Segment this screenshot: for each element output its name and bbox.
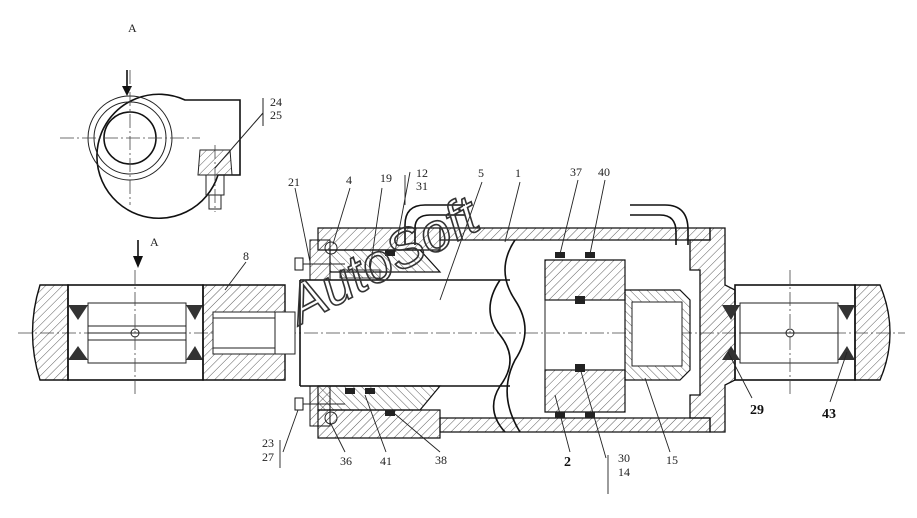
tube-1-bottom xyxy=(439,417,711,433)
right-seal-top-l xyxy=(722,305,740,320)
leader-30 xyxy=(579,367,607,459)
cylinder-assembly: A xyxy=(18,204,905,439)
leader-1 xyxy=(504,181,521,243)
left-pin-groove xyxy=(87,325,187,341)
callout-41: 41 xyxy=(380,454,392,468)
view-a-detail: A xyxy=(60,21,264,220)
left-seal-top xyxy=(68,305,88,320)
view-a-title: A xyxy=(128,21,137,35)
seal-41a xyxy=(345,388,355,394)
callout-40: 40 xyxy=(598,165,610,179)
callout-21: 21 xyxy=(288,175,300,189)
callout-23: 23 xyxy=(262,436,274,450)
piston-2-bottom xyxy=(544,369,626,413)
leader-37 xyxy=(559,179,579,255)
leader-41 xyxy=(364,394,387,453)
leader-29 xyxy=(727,351,753,399)
callout-37: 37 xyxy=(570,165,582,179)
callout-15: 15 xyxy=(666,453,678,467)
break-line-right xyxy=(504,239,526,433)
leader-lines xyxy=(224,171,848,494)
leader-36 xyxy=(329,421,346,453)
callout-30: 30 xyxy=(618,451,630,465)
callout-19: 19 xyxy=(380,171,392,185)
seal-40 xyxy=(585,252,595,258)
leader-2 xyxy=(554,394,571,453)
callout-25: 25 xyxy=(270,108,282,122)
screw-23 xyxy=(294,397,304,411)
left-seal-bottom xyxy=(68,346,88,360)
callout-24: 24 xyxy=(270,95,282,109)
callout-14: 14 xyxy=(618,465,630,479)
leader-8 xyxy=(224,261,247,291)
left-seal-bottom-r xyxy=(186,346,203,360)
callout-12: 12 xyxy=(416,166,428,180)
eye-outline xyxy=(96,93,241,220)
section-arrow-label: A xyxy=(150,235,159,249)
leader-40 xyxy=(589,179,606,255)
seal-30 xyxy=(575,296,585,304)
right-seal-bottom-l xyxy=(722,346,740,360)
rod-end-shoulder xyxy=(274,311,296,355)
seal-37 xyxy=(555,252,565,258)
leader-12 xyxy=(394,171,411,253)
piston-2-top xyxy=(544,259,626,301)
leader-21 xyxy=(294,187,311,263)
seal-41b xyxy=(365,388,375,394)
callout-29: 29 xyxy=(750,403,764,418)
callout-labels: 24 25 21 4 19 12 31 5 1 37 40 8 23 27 36… xyxy=(243,95,836,479)
view-a-arrowhead xyxy=(122,86,132,96)
nut-thread xyxy=(631,301,683,367)
gland-flange-bottom xyxy=(317,409,441,439)
leader-4 xyxy=(332,187,351,245)
leader-23 xyxy=(282,409,299,453)
hydraulic-line-right xyxy=(630,204,689,245)
piston-2-core xyxy=(544,299,626,371)
right-seal-top xyxy=(838,305,855,320)
callout-5: 5 xyxy=(478,166,484,180)
guide-ring-19 xyxy=(339,269,381,279)
seal-38 xyxy=(385,410,395,416)
left-eye-lug xyxy=(31,284,69,381)
callout-8: 8 xyxy=(243,249,249,263)
seal-12 xyxy=(385,250,395,256)
seal-piston-b2 xyxy=(585,412,595,418)
rod-end-thread xyxy=(212,311,276,355)
section-arrowhead xyxy=(133,256,143,268)
leader-24-25 xyxy=(214,112,264,169)
callout-2: 2 xyxy=(564,455,571,470)
gland-body-bottom xyxy=(317,385,442,411)
hydraulic-line-left xyxy=(404,204,465,245)
callout-31: 31 xyxy=(416,179,428,193)
callout-1: 1 xyxy=(515,166,521,180)
wiper-bottom xyxy=(309,385,331,427)
bolt-4-top xyxy=(324,241,338,255)
watermark: AutoSoft xyxy=(275,184,490,337)
callout-27: 27 xyxy=(262,450,274,464)
left-seal-top-r xyxy=(186,305,203,320)
leader-5 xyxy=(439,181,483,301)
callout-4: 4 xyxy=(346,173,352,187)
break-line-left xyxy=(489,279,511,433)
callout-38: 38 xyxy=(435,453,447,467)
rear-cap xyxy=(689,227,736,433)
leader-43 xyxy=(829,351,848,403)
callout-43: 43 xyxy=(822,407,836,422)
callout-36: 36 xyxy=(340,454,352,468)
leader-19 xyxy=(369,187,383,271)
leader-15 xyxy=(644,377,671,453)
leader-38 xyxy=(394,413,441,453)
right-eye-lug xyxy=(854,284,891,381)
screw-21 xyxy=(294,257,304,271)
